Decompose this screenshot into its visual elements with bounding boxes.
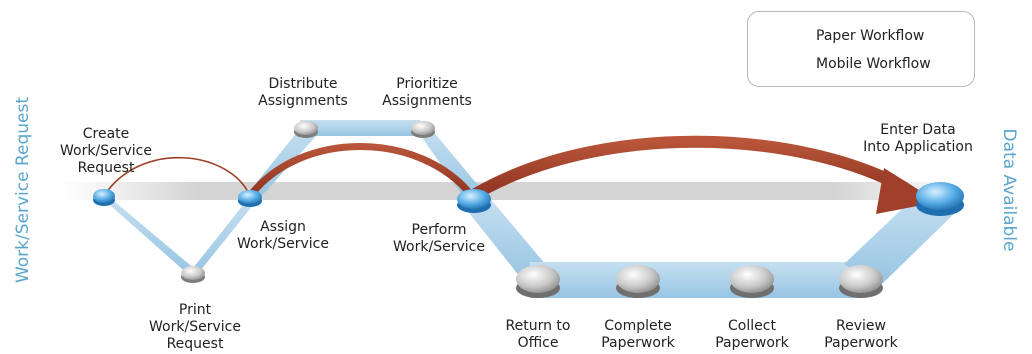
mobile-workflow-path: [103, 135, 938, 214]
node-collect: [730, 265, 774, 298]
shadow-band: [60, 182, 970, 200]
legend-paper-label: Paper Workflow: [816, 28, 925, 44]
legend-item-paper: Paper Workflow: [764, 26, 964, 46]
node-create: [93, 189, 115, 206]
node-return: [516, 265, 560, 298]
left-side-label: Work/Service Request: [13, 96, 33, 284]
node-review: [839, 265, 883, 298]
node-distribute: [294, 121, 318, 138]
legend: Paper Workflow Mobile Workflow: [747, 11, 975, 87]
right-side-label: Data Available: [999, 128, 1019, 252]
node-assign: [238, 190, 262, 207]
node-enter-data: [916, 182, 964, 216]
node-prioritize: [411, 121, 435, 138]
legend-item-mobile: Mobile Workflow: [764, 54, 964, 74]
node-perform: [457, 189, 491, 213]
legend-mobile-label: Mobile Workflow: [816, 56, 931, 72]
node-print: [181, 266, 205, 283]
node-complete: [616, 265, 660, 298]
